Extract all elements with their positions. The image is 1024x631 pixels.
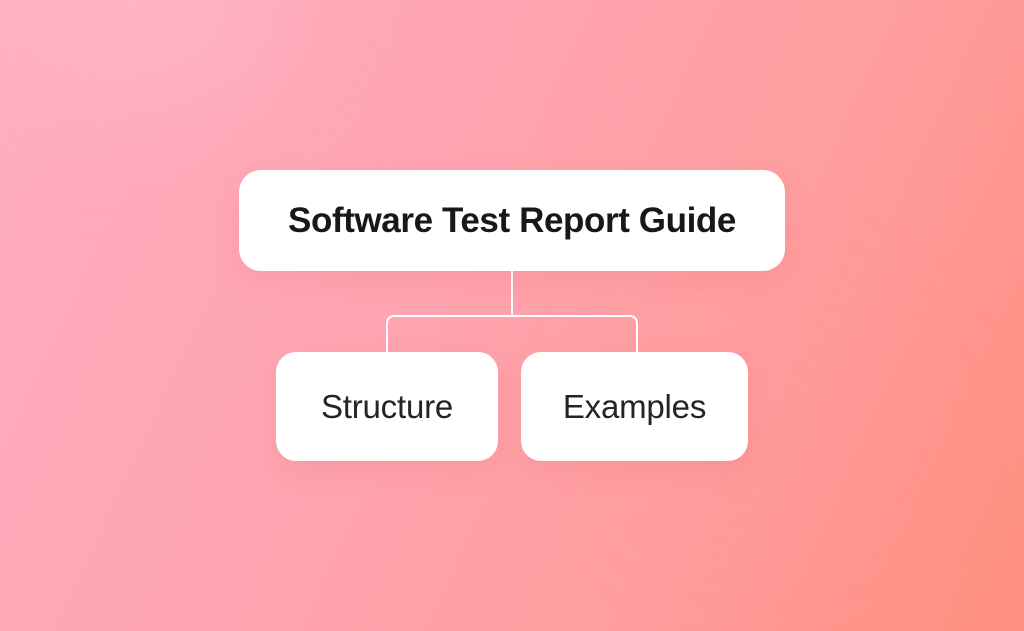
node-examples-label: Examples xyxy=(562,387,707,425)
node-root-label: Software Test Report Guide xyxy=(288,200,736,240)
node-structure[interactable]: Structure xyxy=(276,352,498,461)
node-examples[interactable]: Examples xyxy=(521,352,748,461)
node-structure-label: Structure xyxy=(320,387,454,425)
connector-branch-bar xyxy=(386,315,638,353)
node-root[interactable]: Software Test Report Guide xyxy=(239,170,785,271)
